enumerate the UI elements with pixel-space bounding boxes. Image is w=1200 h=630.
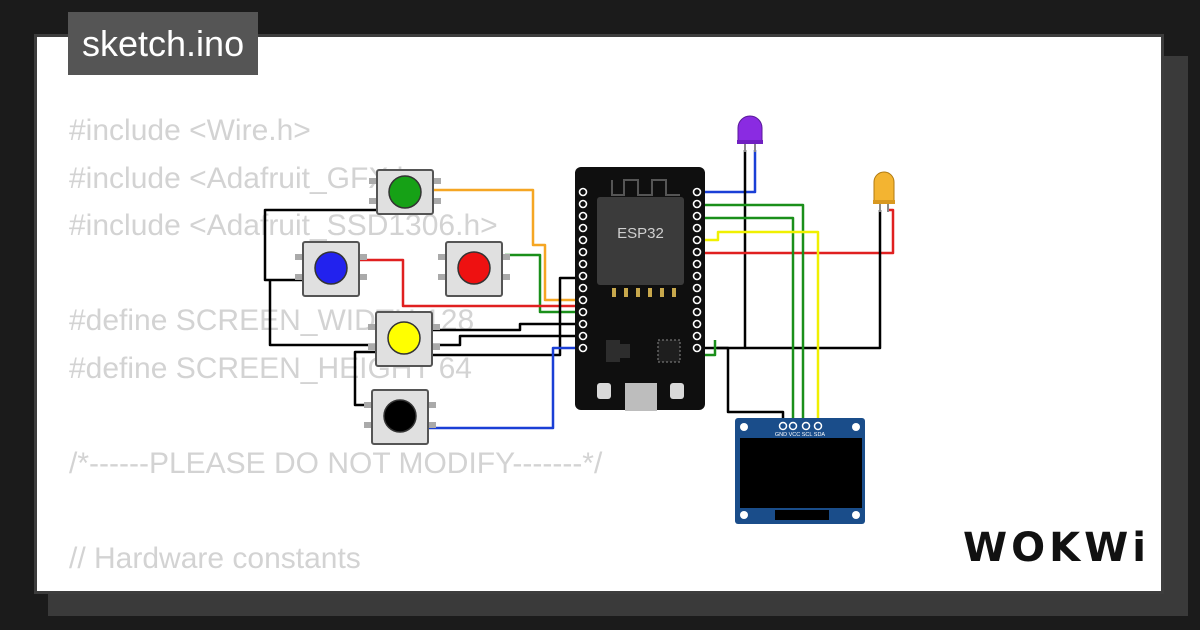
usb-port xyxy=(625,383,657,411)
wire-black-ground-4 xyxy=(432,276,583,357)
voltage-regulator xyxy=(606,340,620,362)
push-button-blue[interactable] xyxy=(295,241,367,297)
code-line: const int buzzerPin = 26; xyxy=(69,583,602,591)
led-yellow[interactable] xyxy=(873,171,895,212)
wire-green-oled-vcc xyxy=(703,203,805,425)
wire-green-oled-scl xyxy=(703,216,795,425)
wire-black-led xyxy=(703,150,747,350)
push-button-black[interactable] xyxy=(364,389,436,445)
code-line: // Hardware constants xyxy=(69,542,361,576)
push-button-green[interactable] xyxy=(369,169,441,215)
esp32-pins xyxy=(578,187,702,353)
wire-black-ground xyxy=(263,208,378,282)
antenna-trace xyxy=(611,179,680,196)
oled-pins xyxy=(778,421,823,431)
module-pads xyxy=(612,288,676,297)
oled-pin-labels: GND VCC SCL SDA xyxy=(775,432,826,438)
wire-red-led xyxy=(703,208,895,255)
esp32-label: ESP32 xyxy=(617,225,664,242)
wire-orange xyxy=(434,188,583,302)
wires xyxy=(263,150,895,430)
wire-black-ground-2 xyxy=(268,280,378,347)
code-line: #include <Wire.h> xyxy=(69,114,311,147)
push-button-yellow[interactable] xyxy=(368,311,440,367)
code-line: #include <Adafruit_SSD1306.h> xyxy=(69,209,498,243)
wire-blue-led xyxy=(703,150,757,194)
push-button-red[interactable] xyxy=(438,241,510,297)
reset-button[interactable] xyxy=(670,383,684,399)
code-background: #include <Wire.h>#include <Adafruit_GFX.… xyxy=(69,107,603,591)
wire-yellow-oled-sda xyxy=(703,230,820,425)
wire-black-yellow-button-2 xyxy=(432,334,583,347)
led-purple[interactable] xyxy=(737,115,763,152)
wire-black-ground-3 xyxy=(353,350,378,407)
wire-black-yellow-button xyxy=(430,322,583,332)
usb-chip xyxy=(657,339,681,363)
oled-display[interactable]: GND VCC SCL SDA xyxy=(735,418,865,524)
wire-green-red-button xyxy=(505,253,583,314)
wire-green-esp-gnd xyxy=(703,340,717,357)
wire-black-oled-gnd xyxy=(717,346,785,425)
wire-black-led-2 xyxy=(745,210,882,350)
boot-button[interactable] xyxy=(597,383,611,399)
file-tab[interactable]: sketch.ino xyxy=(68,12,259,75)
wire-blue-black-button xyxy=(428,346,583,430)
code-line: /*------PLEASE DO NOT MODIFY-------*/ xyxy=(69,447,603,481)
oled-screen xyxy=(740,438,862,508)
esp32-module xyxy=(597,197,684,285)
esp32-board[interactable]: ESP32 xyxy=(575,167,705,411)
wokwi-logo[interactable]: WOKWi xyxy=(963,525,1150,571)
